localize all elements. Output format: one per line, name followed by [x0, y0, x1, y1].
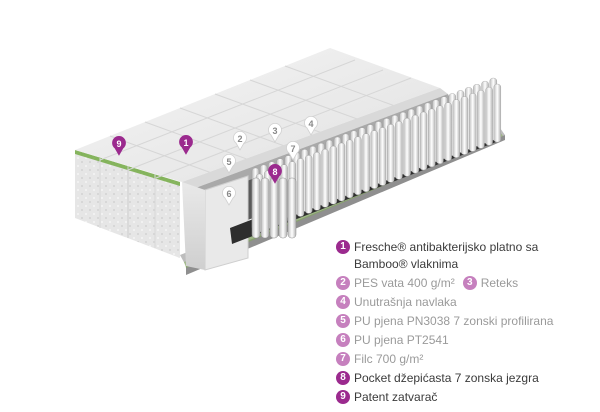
- pocket-spring: [469, 93, 477, 152]
- callout-pin-8: 8: [268, 163, 282, 184]
- callout-pin-2: 2: [233, 130, 247, 151]
- callout-pin-number: 7: [290, 144, 295, 154]
- pocket-spring: [493, 83, 501, 143]
- pocket-spring: [313, 152, 321, 211]
- pocket-spring: [428, 108, 436, 168]
- legend-label: Reteks: [480, 276, 519, 290]
- legend-label: PU pjena PT2541: [354, 333, 449, 347]
- legend-label: Pocket džepićasta 7 zonska jezgra: [354, 371, 539, 385]
- legend-label: PU pjena PN3038 7 zonski profilirana: [354, 314, 554, 328]
- callout-pin-7: 7: [286, 140, 300, 161]
- pocket-spring: [337, 142, 346, 202]
- pocket-spring: [305, 155, 313, 214]
- pocket-spring: [278, 177, 288, 239]
- callout-pin-3: 3: [268, 122, 282, 143]
- legend-item: 8 Pocket džepićasta 7 zonska jezgra: [336, 370, 598, 389]
- legend: 1 Fresche® antibakterijsko platno sa Bamb…: [336, 239, 598, 408]
- callout-pin-9: 9: [112, 135, 126, 156]
- legend-number-badge: 8: [336, 371, 350, 385]
- legend-number-badge: 9: [336, 390, 350, 404]
- callout-pin-number: 4: [308, 119, 313, 129]
- callout-pin-number: 9: [116, 139, 121, 149]
- legend-number-badge: 3: [462, 276, 477, 290]
- callout-pin-number: 6: [226, 189, 231, 199]
- callout-pin-1: 1: [179, 134, 193, 155]
- callout-pin-number: 1: [183, 138, 188, 148]
- pocket-spring: [362, 133, 370, 192]
- pocket-spring: [477, 90, 485, 149]
- pocket-spring: [321, 148, 329, 208]
- pocket-spring: [370, 130, 378, 189]
- pocket-spring: [329, 145, 337, 205]
- pocket-spring: [296, 158, 305, 217]
- pocket-spring: [444, 102, 452, 161]
- pocket-spring: [436, 105, 444, 165]
- callout-pin-number: 3: [272, 126, 277, 136]
- pocket-spring: [260, 177, 270, 239]
- legend-item: 7 Filc 700 g/m²: [336, 351, 598, 370]
- legend-number-badge: 1: [336, 240, 350, 254]
- legend-number-badge: 5: [336, 314, 350, 328]
- pocket-spring: [403, 117, 411, 177]
- legend-number-badge: 7: [336, 352, 350, 366]
- callout-pin-6: 6: [222, 185, 236, 206]
- mattress-top-surface: [75, 48, 440, 182]
- legend-number-badge: 6: [336, 333, 350, 347]
- callout-pin-number: 2: [237, 134, 242, 144]
- pocket-spring: [251, 177, 261, 239]
- pocket-spring: [387, 124, 395, 183]
- callout-pins: 9 1 2 3 4 5 7 8 6: [112, 115, 318, 206]
- pocket-spring: [346, 139, 354, 199]
- legend-item: 9 Patent zatvarač: [336, 389, 598, 408]
- pocket-spring: [411, 114, 419, 174]
- legend-number-badge: 4: [336, 295, 350, 309]
- legend-item: 4 Unutrašnja navlaka: [336, 294, 598, 313]
- pocket-spring: [354, 136, 362, 196]
- pocket-spring: [378, 127, 387, 186]
- legend-item: 5 PU pjena PN3038 7 zonski profilirana: [336, 313, 598, 332]
- pocket-spring: [485, 86, 493, 146]
- callout-pin-4: 4: [304, 115, 318, 136]
- pocket-spring: [419, 111, 428, 171]
- pocket-spring: [452, 99, 460, 158]
- legend-number-badge: 2: [336, 276, 350, 290]
- callout-pin-number: 8: [272, 167, 277, 177]
- legend-item: 6 PU pjena PT2541: [336, 332, 598, 351]
- callout-pin-5: 5: [222, 153, 236, 174]
- legend-label: Filc 700 g/m²: [354, 352, 424, 366]
- legend-label: Unutrašnja navlaka: [354, 295, 457, 309]
- legend-label: Fresche® antibakterijsko platno sa Bambo…: [354, 240, 539, 271]
- legend-item: 1 Fresche® antibakterijsko platno sa Bamb…: [336, 239, 598, 275]
- pocket-spring: [269, 177, 279, 239]
- pocket-spring: [460, 96, 469, 155]
- callout-pin-number: 5: [226, 157, 231, 167]
- pocket-spring: [395, 121, 403, 180]
- legend-label: PES vata 400 g/m²: [354, 276, 455, 290]
- legend-label: Patent zatvarač: [354, 390, 438, 404]
- pocket-spring: [287, 177, 297, 239]
